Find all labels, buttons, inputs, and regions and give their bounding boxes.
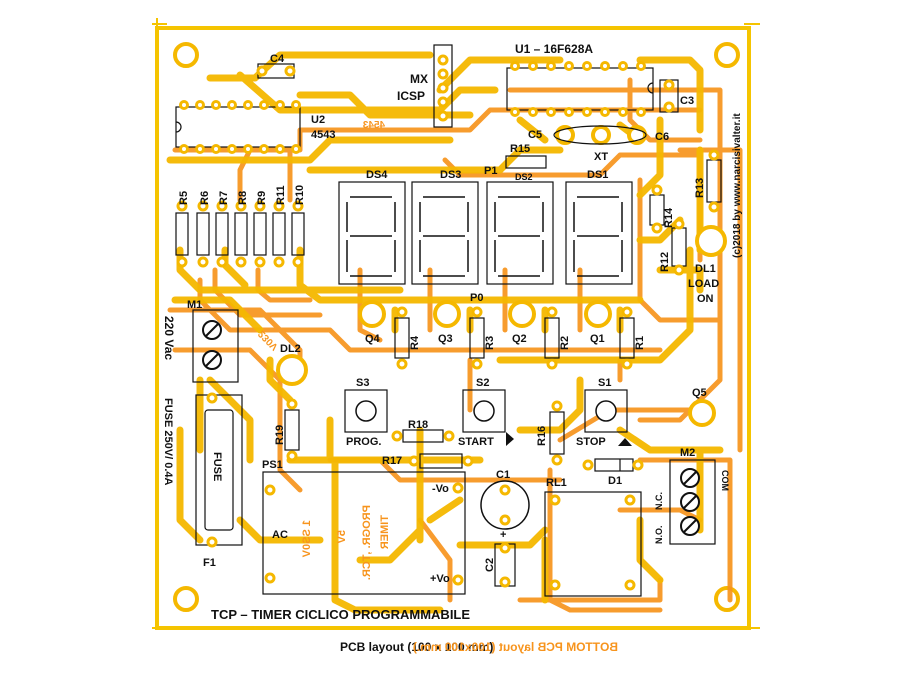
- svg-text:R9: R9: [256, 191, 268, 205]
- svg-text:U2: U2: [311, 114, 325, 126]
- pads: [176, 54, 720, 591]
- seven-seg-digits: [346, 196, 623, 277]
- mounting-holes: [173, 42, 740, 612]
- electrolytic-c1: [480, 480, 530, 530]
- svg-text:COM: COM: [720, 470, 730, 491]
- svg-text:AC: AC: [272, 529, 288, 541]
- crystal-and-caps: [553, 125, 647, 145]
- svg-text:D1: D1: [608, 475, 622, 487]
- svg-text:R4: R4: [409, 335, 421, 350]
- svg-text:Q1: Q1: [590, 333, 605, 345]
- svg-text:FUSE: FUSE: [211, 452, 223, 481]
- svg-text:R18: R18: [408, 419, 428, 431]
- svg-text:U1 – 16F628A: U1 – 16F628A: [515, 42, 593, 56]
- start-arrow-icon: [506, 432, 514, 446]
- svg-text:R3: R3: [484, 336, 496, 350]
- svg-text:M1: M1: [187, 299, 202, 311]
- svg-text:F1: F1: [203, 557, 216, 569]
- svg-text:R5: R5: [178, 191, 190, 205]
- svg-text:220 Vac: 220 Vac: [162, 316, 176, 360]
- svg-text:PCB layout (100 x 100 mm): PCB layout (100 x 100 mm): [340, 640, 493, 654]
- svg-text:STOP: STOP: [576, 436, 606, 448]
- svg-text:DS1: DS1: [587, 169, 608, 181]
- svg-text:DS3: DS3: [440, 169, 461, 181]
- svg-text:RL1: RL1: [546, 477, 567, 489]
- svg-text:R7: R7: [218, 191, 230, 205]
- silk-outlines: [175, 44, 722, 597]
- svg-text:Q3: Q3: [438, 333, 453, 345]
- svg-text:DS4: DS4: [366, 169, 388, 181]
- stop-arrow-icon: [618, 438, 632, 446]
- svg-text:R11: R11: [275, 185, 287, 205]
- svg-text:PROG.: PROG.: [346, 436, 381, 448]
- svg-text:C6: C6: [655, 131, 669, 143]
- svg-text:MX: MX: [410, 72, 428, 86]
- svg-text:R6: R6: [199, 191, 211, 205]
- svg-text:R1: R1: [634, 336, 646, 350]
- svg-text:Q5: Q5: [692, 387, 707, 399]
- svg-text:PS1: PS1: [262, 459, 283, 471]
- svg-text:+: +: [500, 529, 506, 541]
- svg-text:R19: R19: [274, 425, 286, 445]
- switch-buttons: [355, 400, 617, 422]
- svg-text:ON: ON: [697, 293, 714, 305]
- svg-text:LOAD: LOAD: [688, 278, 719, 290]
- svg-text:S1: S1: [598, 377, 611, 389]
- svg-text:R2: R2: [559, 336, 571, 350]
- svg-text:R10: R10: [294, 185, 306, 205]
- svg-text:R8: R8: [237, 191, 249, 205]
- svg-text:M2: M2: [680, 447, 695, 459]
- svg-text:4543: 4543: [362, 120, 385, 131]
- svg-text:ICSP: ICSP: [397, 89, 425, 103]
- svg-text:C5: C5: [528, 129, 542, 141]
- leds: [276, 225, 727, 386]
- svg-text:R12: R12: [659, 252, 671, 272]
- svg-text:C3: C3: [680, 95, 694, 107]
- svg-text:FUSE 250V/ 0.4A: FUSE 250V/ 0.4A: [162, 398, 174, 485]
- svg-text:DL2: DL2: [280, 343, 301, 355]
- svg-text:TIMER: TIMER: [379, 515, 391, 549]
- transistors: [358, 300, 716, 427]
- svg-text:C4: C4: [270, 53, 285, 65]
- svg-text:P0: P0: [470, 292, 483, 304]
- svg-text:R14: R14: [663, 207, 675, 228]
- svg-text:R17: R17: [382, 455, 402, 467]
- svg-text:START: START: [458, 436, 494, 448]
- svg-text:XT: XT: [594, 151, 608, 163]
- svg-text:1 SS0V: 1 SS0V: [301, 520, 313, 558]
- svg-text:S3: S3: [356, 377, 369, 389]
- svg-text:N.C.: N.C.: [654, 492, 664, 510]
- svg-text:C2: C2: [484, 558, 496, 572]
- svg-text:+Vo: +Vo: [430, 573, 450, 585]
- svg-text:BOTTOM PCB layout (100x100 mm.: BOTTOM PCB layout (100x100 mm.): [413, 640, 618, 654]
- svg-text:5V: 5V: [336, 530, 348, 544]
- svg-text:R15: R15: [510, 143, 530, 155]
- svg-text:Q4: Q4: [365, 333, 381, 345]
- terminal-screws: [202, 320, 700, 536]
- svg-text:P1: P1: [484, 165, 497, 177]
- svg-text:Q2: Q2: [512, 333, 527, 345]
- svg-text:4543: 4543: [311, 129, 335, 141]
- svg-text:-Vo: -Vo: [432, 483, 449, 495]
- svg-text:N.O.: N.O.: [654, 525, 664, 544]
- svg-text:C1: C1: [496, 469, 510, 481]
- svg-text:PROGR. ,TCR.: PROGR. ,TCR.: [361, 505, 373, 580]
- silk-labels: C4 MX ICSP U1 – 16F628A U2 4543 C3 C5 C6…: [162, 42, 743, 654]
- svg-text:(c)2018 by www.narcisivalter.i: (c)2018 by www.narcisivalter.it: [732, 113, 743, 258]
- svg-text:DS2: DS2: [515, 172, 533, 182]
- svg-text:S2: S2: [476, 377, 489, 389]
- svg-text:R16: R16: [536, 426, 548, 446]
- svg-text:DL1: DL1: [695, 263, 716, 275]
- svg-text:R13: R13: [694, 178, 706, 198]
- svg-text:TCP – TIMER CICLICO PROGRAMMAB: TCP – TIMER CICLICO PROGRAMMABILE: [211, 607, 470, 622]
